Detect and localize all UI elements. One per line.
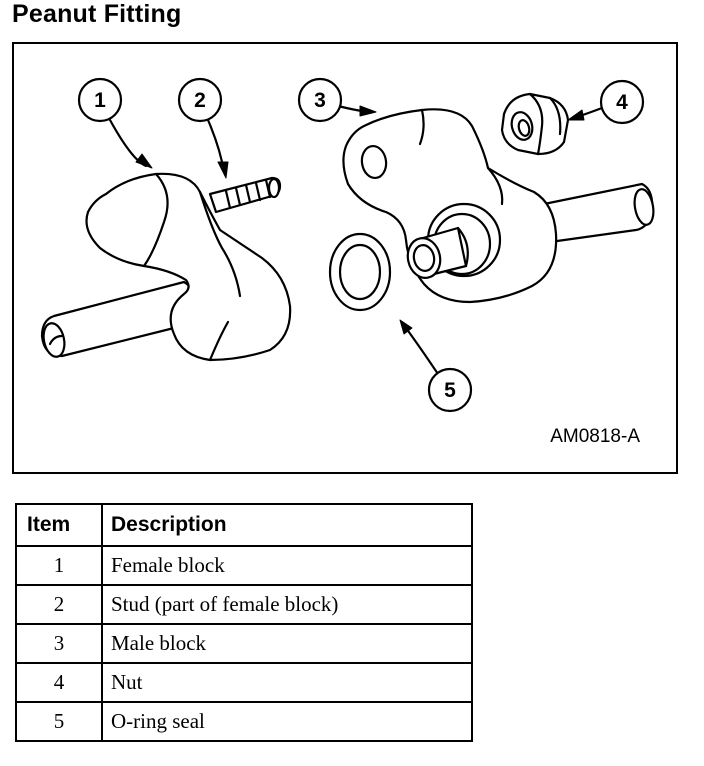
legend-item-description: Female block — [101, 545, 473, 586]
callout-5: 5 — [444, 379, 456, 402]
callout-circles — [77, 77, 645, 413]
legend-header-item: Item — [15, 503, 103, 547]
callout-1: 1 — [94, 89, 106, 112]
legend-item-number: 1 — [15, 545, 103, 586]
legend-item-number: 4 — [15, 662, 103, 703]
peanut-fitting-illustration: 1 2 3 4 5 AM0818-A — [40, 77, 655, 447]
legend-item-description: Stud (part of female block) — [101, 584, 473, 625]
o-ring-drawing — [328, 232, 392, 312]
figure-id: AM0818-A — [550, 426, 640, 447]
legend-item-number: 5 — [15, 701, 103, 742]
callout-2: 2 — [194, 89, 206, 112]
callout-3: 3 — [314, 89, 326, 112]
table-row: 1 Female block — [15, 545, 473, 586]
legend-header-row: Item Description — [15, 503, 473, 547]
female-block-drawing — [40, 172, 292, 362]
illustration-frame: 1 2 3 4 5 AM0818-A — [12, 42, 678, 474]
legend-item-description: O-ring seal — [101, 701, 473, 742]
legend-item-number: 2 — [15, 584, 103, 625]
table-row: 5 O-ring seal — [15, 701, 473, 742]
page-title: Peanut Fitting — [12, 0, 182, 28]
male-block-drawing — [342, 108, 655, 304]
table-row: 4 Nut — [15, 662, 473, 703]
table-row: 2 Stud (part of female block) — [15, 584, 473, 625]
legend-item-description: Nut — [101, 662, 473, 703]
table-row: 3 Male block — [15, 623, 473, 664]
legend-item-number: 3 — [15, 623, 103, 664]
legend-item-description: Male block — [101, 623, 473, 664]
legend-header-description: Description — [101, 503, 473, 547]
arrowheads — [135, 105, 585, 335]
legend-table: Item Description 1 Female block 2 Stud (… — [15, 503, 473, 742]
callout-4: 4 — [616, 91, 628, 114]
nut-drawing — [500, 92, 570, 156]
